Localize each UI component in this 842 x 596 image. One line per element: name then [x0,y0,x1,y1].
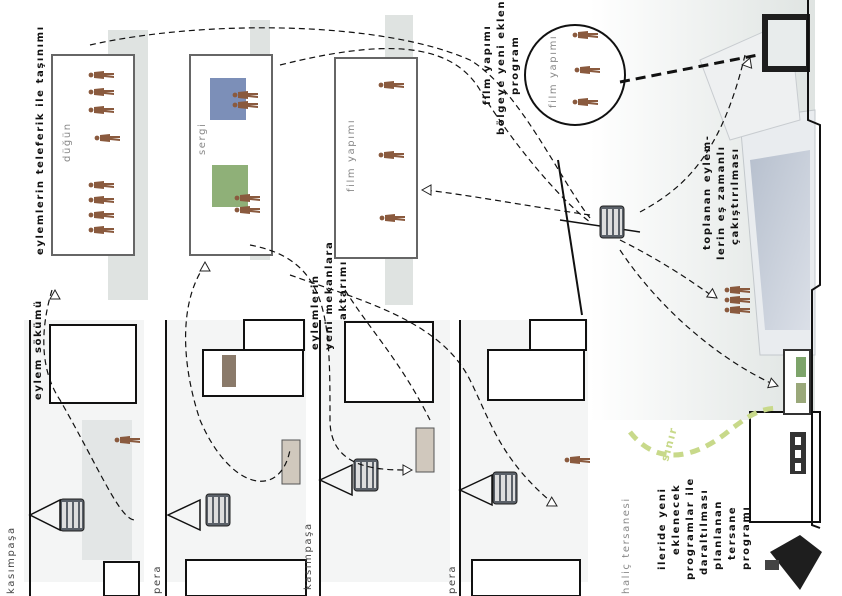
panel-film [334,15,418,305]
label-toplanan-1: toplanan eylem- [702,134,713,250]
label-toplanan-3: çakıştırılması [730,147,741,245]
scene-strip-2 [165,319,307,596]
sinir-boundary [628,405,781,458]
dashed-arrows [43,27,776,521]
label-teleferik: eylemlerin teleferik ile taşınımı [35,25,46,255]
circle-film [524,24,626,126]
label-ileride-4: daraltılması [699,489,710,575]
place-halic: haliç tersanesi [621,497,632,594]
scene-strip-4 [458,319,588,596]
label-toplanan-2: lerin eş zamanlı [716,145,727,260]
panel-title-film: film yapımı [346,119,357,192]
halic-scene [590,0,822,590]
central-gondola [557,159,641,316]
place-pera-2: pera [447,565,458,594]
panel-sergi [189,20,273,260]
label-ileride-7: programı [741,506,752,570]
label-ileride-1: ileride yeni [657,488,668,570]
label-ileride-2: eklenecek [671,484,682,555]
label-film-1: film yapımı [482,25,493,105]
label-yeni-mekan-2: yeni mekanlara [324,241,335,350]
label-ileride-6: tersane [727,506,738,560]
label-ileride-5: planlanan [713,500,724,570]
panel-title-sergi: sergi [197,123,208,155]
label-film-3: program [510,36,521,95]
label-yeni-mekan-1: eylemlerin [310,274,321,350]
label-eylem-sokumu: eylem sökümü [33,299,44,400]
panel-title-dugun: düğün [61,122,73,162]
place-kasimpasa-1: kasımpaşa [6,526,17,594]
circle-title-film: film yapımı [548,35,559,108]
label-ileride-3: programlar ile [685,477,696,580]
label-film-2: bölgeye yeni eklenen [496,0,507,135]
panel-dugun [51,30,148,300]
scene-strip-3 [318,320,450,596]
place-pera-1: pera [152,565,163,594]
label-yeni-mekan-3: aktarımı [338,260,349,320]
circle-link [619,53,759,84]
place-kasimpasa-2: kasımpaşa [303,522,314,590]
